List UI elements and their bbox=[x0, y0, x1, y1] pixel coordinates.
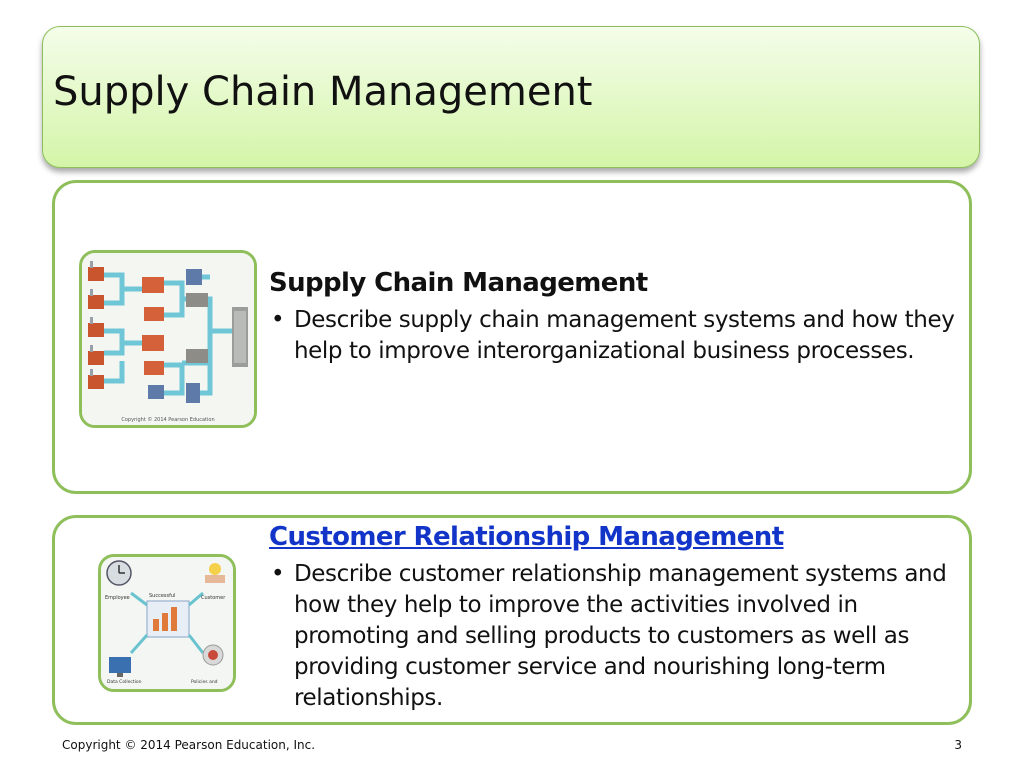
crm-heading-link[interactable]: Customer Relationship Management bbox=[269, 522, 784, 552]
bullet-item: • Describe supply chain management syste… bbox=[269, 305, 964, 367]
supply-chain-panel: Copyright © 2014 Pearson Education Suppl… bbox=[52, 180, 972, 494]
crm-text: Customer Relationship Management • Descr… bbox=[269, 521, 964, 714]
svg-text:Policies and: Policies and bbox=[191, 679, 218, 685]
svg-text:Data Collection: Data Collection bbox=[107, 679, 142, 685]
page-number: 3 bbox=[954, 738, 962, 752]
section-heading-supply-chain: Supply Chain Management bbox=[269, 268, 648, 298]
bullet-item: • Describe customer relationship managem… bbox=[269, 559, 964, 714]
svg-text:Employee: Employee bbox=[105, 595, 130, 601]
title-banner: Supply Chain Management bbox=[42, 26, 980, 168]
bullet-text: Describe supply chain management systems… bbox=[294, 307, 955, 364]
svg-text:Copyright © 2014 Pearson Educa: Copyright © 2014 Pearson Education bbox=[121, 416, 214, 423]
slide-title: Supply Chain Management bbox=[53, 69, 593, 115]
copyright-notice: Copyright © 2014 Pearson Education, Inc. bbox=[62, 738, 316, 752]
crm-panel: Employee Customer Successful Data Collec… bbox=[52, 515, 972, 725]
svg-text:Successful: Successful bbox=[149, 593, 175, 599]
bullet-text: Describe customer relationship managemen… bbox=[294, 561, 947, 711]
crm-strategy-diagram-icon: Employee Customer Successful Data Collec… bbox=[98, 554, 236, 692]
bullet-dot: • bbox=[271, 307, 285, 333]
svg-text:Customer: Customer bbox=[201, 595, 226, 601]
bullet-dot: • bbox=[271, 561, 285, 587]
supply-chain-diagram-icon: Copyright © 2014 Pearson Education bbox=[79, 250, 257, 428]
supply-chain-text: Supply Chain Management • Describe suppl… bbox=[269, 267, 964, 367]
